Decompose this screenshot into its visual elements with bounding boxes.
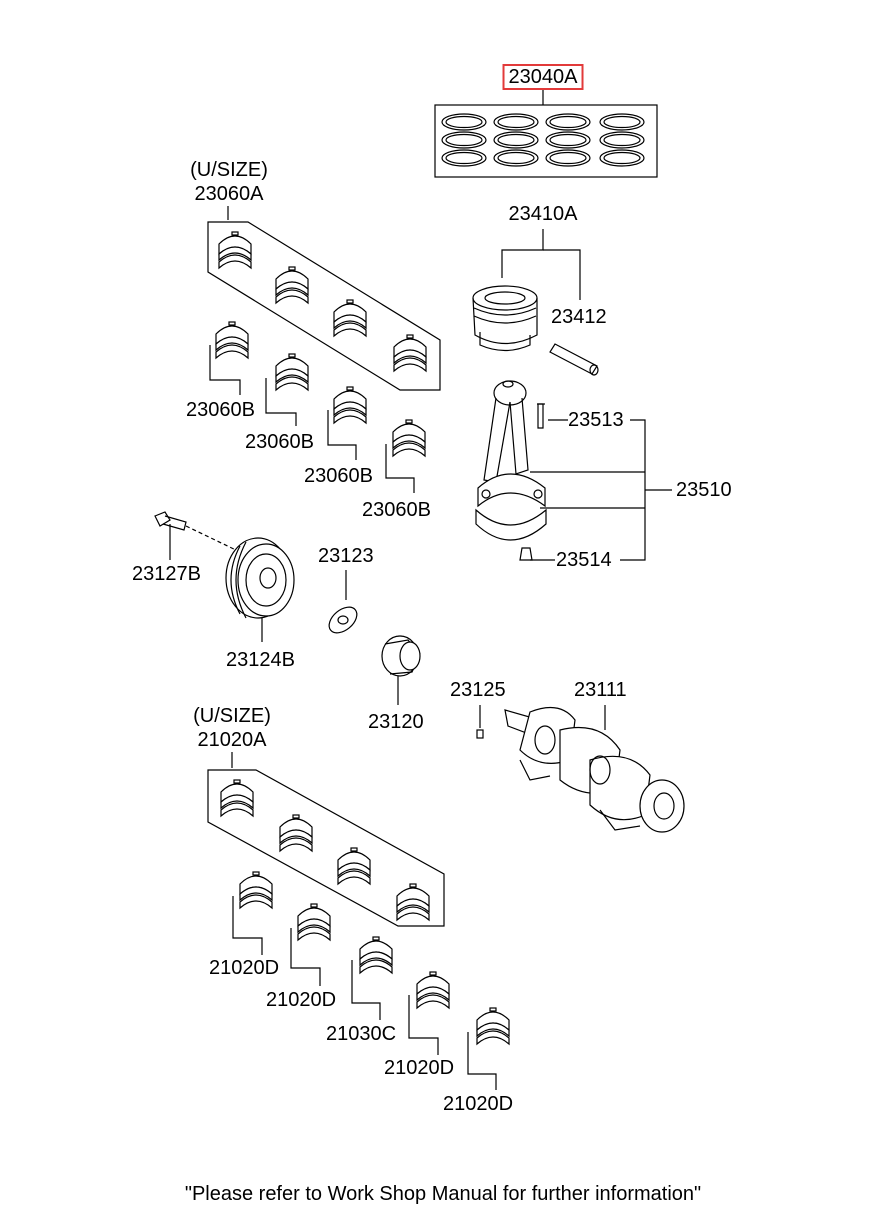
crankshaft-pulley	[225, 537, 295, 642]
part-label-23060B-2[interactable]: 23060B	[245, 431, 314, 453]
usize-label-21020A: (U/SIZE)	[193, 705, 271, 727]
part-label-23060B-4[interactable]: 23060B	[362, 499, 431, 521]
main-bearing-23060B-4	[385, 419, 426, 493]
part-label-23123[interactable]: 23123	[318, 545, 374, 567]
part-label-23125[interactable]: 23125	[450, 679, 506, 701]
crankshaft	[504, 705, 685, 833]
main-bearing-23060B-3	[327, 386, 367, 460]
upper-main-bearing-set	[207, 206, 441, 391]
part-label-23060B-3[interactable]: 23060B	[304, 465, 373, 487]
piston-ring-set	[434, 90, 658, 178]
main-bearing-21020D-4	[467, 1007, 510, 1090]
piston-assembly	[472, 229, 599, 376]
part-label-23410A[interactable]: 23410A	[508, 203, 578, 225]
part-label-23514[interactable]: 23514	[556, 549, 612, 571]
part-label-23513[interactable]: 23513	[568, 409, 624, 431]
part-label-23060B-1[interactable]: 23060B	[186, 399, 255, 421]
part-label-23510[interactable]: 23510	[676, 479, 732, 501]
main-bearing-21020D-2	[290, 903, 331, 986]
pulley-bolt	[154, 511, 241, 560]
part-label-21020D-3[interactable]: 21020D	[384, 1057, 455, 1079]
lower-main-bearing-set	[207, 752, 445, 927]
part-label-23060A[interactable]: 23060A	[194, 183, 264, 205]
main-bearing-21030C	[351, 936, 393, 1020]
part-label-23124B[interactable]: 23124B	[226, 649, 295, 671]
part-label-21020A[interactable]: 21020A	[197, 729, 267, 751]
connecting-rod	[475, 380, 672, 561]
part-label-23127B[interactable]: 23127B	[132, 563, 201, 585]
crankshaft-washer	[328, 570, 358, 634]
usize-label-23060A: (U/SIZE)	[190, 159, 268, 181]
part-label-23120[interactable]: 23120	[368, 711, 424, 733]
crankshaft-key	[476, 705, 484, 739]
part-label-23412[interactable]: 23412	[551, 306, 607, 328]
footer-note: "Please refer to Work Shop Manual for fu…	[184, 1183, 702, 1205]
main-bearing-23060B-1	[209, 321, 249, 395]
main-bearing-23060B-2	[265, 353, 309, 426]
part-label-23111[interactable]: 23111	[574, 679, 627, 701]
part-label-23040A[interactable]: 23040A	[502, 64, 584, 90]
crankshaft-sprocket	[381, 635, 421, 705]
main-bearing-21020D-1	[232, 871, 273, 955]
part-label-21020D-1[interactable]: 21020D	[209, 957, 280, 979]
part-label-21020D-2[interactable]: 21020D	[266, 989, 337, 1011]
part-label-21030C[interactable]: 21030C	[326, 1023, 397, 1045]
part-label-21020D-4[interactable]: 21020D	[443, 1093, 514, 1115]
main-bearing-21020D-3	[408, 971, 450, 1055]
